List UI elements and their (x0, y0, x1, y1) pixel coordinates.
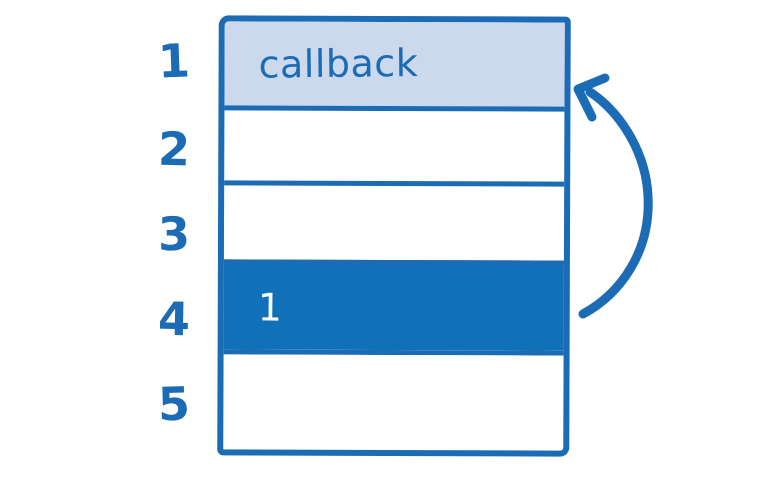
loop-arrow-curve (578, 87, 653, 319)
slot-4-label: 1 (257, 284, 283, 330)
queue-slot-5 (223, 349, 564, 451)
loop-arrow-head (573, 73, 610, 122)
slot-index-1: 1 (157, 33, 191, 89)
slot-index-4: 4 (157, 291, 191, 347)
slot-1-label: callback (258, 40, 419, 87)
slot-index-5: 5 (157, 376, 191, 432)
queue-slot-2 (224, 105, 565, 182)
queue-slot-3 (223, 180, 565, 261)
queue-slot-4-highlighted: 1 (223, 259, 564, 351)
callback-queue-table: callback 1 (217, 15, 571, 457)
queue-slot-1: callback (224, 21, 565, 107)
slot-index-2: 2 (157, 121, 191, 177)
slot-index-3: 3 (157, 206, 191, 262)
loop-arrow-icon (573, 73, 653, 319)
